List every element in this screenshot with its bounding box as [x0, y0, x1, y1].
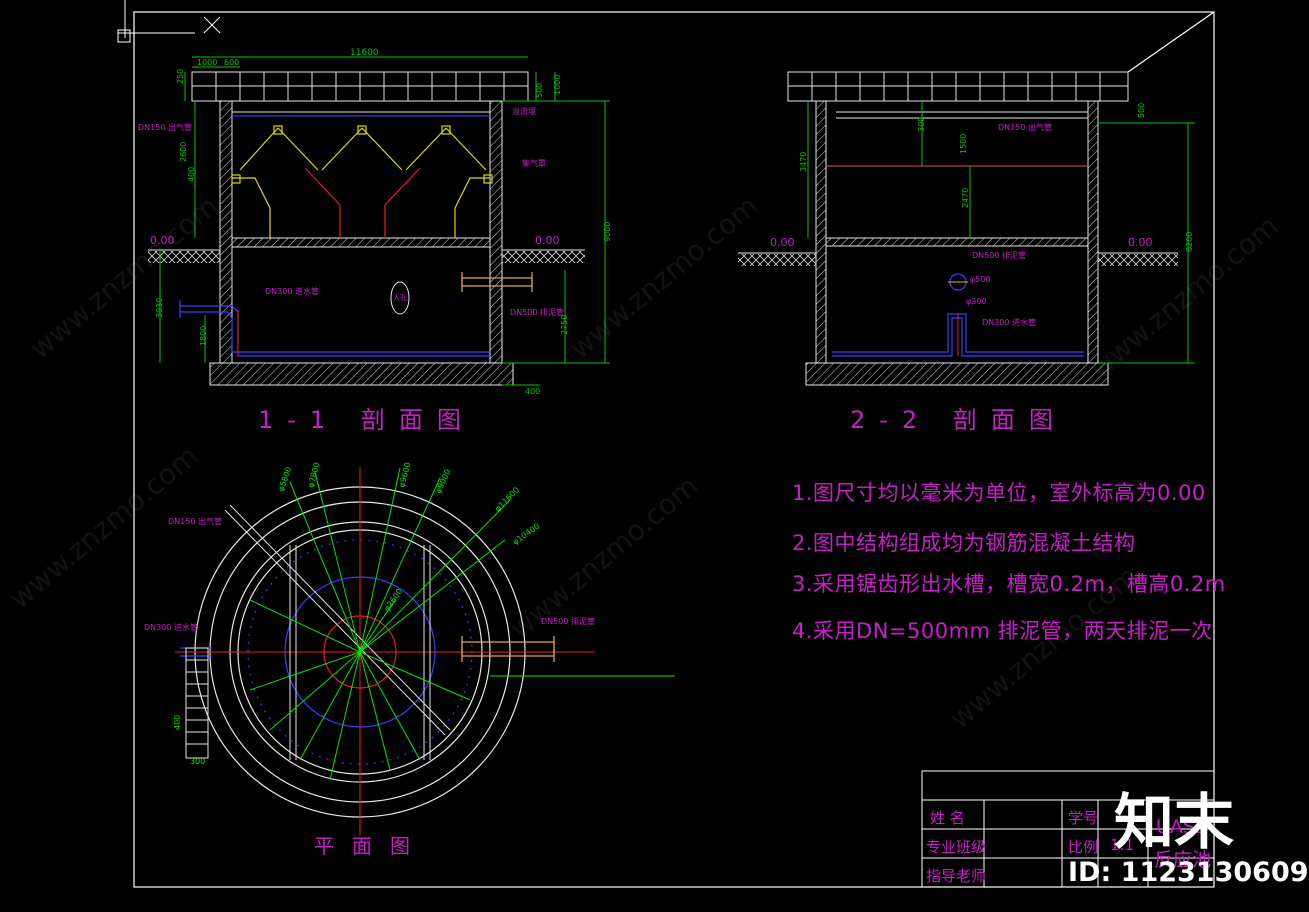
svg-text:φ9000: φ9000 [434, 468, 453, 495]
s1-level-left: 0.00 [150, 234, 175, 247]
plan-inlet-pipe-label: DN300 进水管 [144, 622, 198, 632]
svg-text:400: 400 [173, 715, 182, 730]
svg-text:www.znzmo.com: www.znzmo.com [1083, 209, 1284, 385]
section-1-1: 11600 1000 600 250 500 1000 溢流堰 DN150 出气… [138, 48, 612, 396]
tb-scale-value: 1:1 [1110, 836, 1135, 854]
plan-pipes [180, 636, 555, 662]
svg-text:φ5800: φ5800 [276, 466, 293, 493]
svg-text:www.znzmo.com: www.znzmo.com [3, 439, 204, 615]
s1-level-right: 0.00 [535, 234, 560, 247]
s1-gas-collect-label: 集气罩 [522, 158, 546, 168]
tb-drawing-name-1: UASB [1156, 816, 1208, 838]
s2-level-left: 0.00 [770, 236, 795, 249]
s1-roof-grid [191, 71, 529, 102]
svg-text:250: 250 [176, 69, 185, 84]
plan-gas-pipe-label: DN150 出气管 [168, 516, 222, 526]
svg-text:9000: 9000 [603, 222, 612, 242]
s1-overflow-weir-label: 溢流堰 [512, 106, 536, 116]
svg-text:500: 500 [1137, 103, 1146, 118]
s2-dimensions [807, 101, 1195, 364]
s2-level-right: 0.00 [1128, 236, 1153, 249]
s2-inlet-pipe-label: DN300 进水管 [982, 317, 1036, 327]
plan-title: 平面图 [314, 834, 428, 858]
plan-radials [249, 467, 675, 781]
svg-text:1000: 1000 [197, 58, 217, 67]
svg-text:500: 500 [535, 83, 544, 98]
plan-stair [185, 647, 209, 759]
svg-text:2600: 2600 [179, 142, 188, 162]
tb-class-label: 专业班级 [926, 838, 987, 856]
s2-roof-grid [787, 71, 1129, 102]
svg-text:φ500: φ500 [970, 275, 991, 284]
note-3: 3.采用锯齿形出水槽，槽宽0.2m，槽高0.2m [792, 572, 1226, 596]
watermark-logo: 知末 [1114, 788, 1234, 858]
svg-text:300: 300 [190, 757, 205, 766]
section-2-2: 300 500 DN150 出气管 1500 3470 2470 6200 0.… [738, 71, 1195, 386]
svg-text:600: 600 [224, 58, 239, 67]
s1-baffles [304, 167, 421, 238]
svg-text:φ10400: φ10400 [511, 522, 541, 547]
svg-text:φ7800: φ7800 [306, 461, 321, 488]
svg-text:1000: 1000 [553, 75, 562, 95]
tb-name-label: 姓 名 [930, 809, 965, 827]
svg-text:φ11600: φ11600 [493, 485, 521, 513]
s1-dim-width: 11600 [350, 48, 379, 58]
ucs-icon [117, 0, 221, 43]
tb-teacher-label: 指导老师 [926, 867, 987, 885]
drawing-frame [133, 11, 1215, 888]
s1-dimensions [159, 56, 610, 386]
s1-gas-collectors [231, 125, 493, 238]
note-2: 2.图中结构组成均为钢筋混凝土结构 [792, 531, 1136, 555]
svg-text:3470: 3470 [799, 152, 808, 172]
svg-text:φ300: φ300 [966, 297, 987, 306]
svg-text:www.znzmo.com: www.znzmo.com [503, 469, 704, 645]
note-4: 4.采用DN=500mm 排泥管，两天排泥一次 [792, 619, 1213, 643]
svg-text:1800: 1800 [199, 326, 208, 346]
section-1-1-title: 1-1 剖面图 [258, 406, 475, 434]
s1-sludge-pipe [461, 272, 533, 292]
title-block-grid [921, 770, 1215, 888]
svg-text:300: 300 [917, 117, 926, 132]
s1-inlet-pipe-label: DN300 进水管 [265, 286, 319, 296]
svg-text:6200: 6200 [1185, 232, 1194, 252]
note-1: 1.图尺寸均以毫米为单位，室外标高为0.00 [792, 481, 1206, 505]
svg-text:www.znzmo.com: www.znzmo.com [23, 189, 224, 365]
svg-text:400: 400 [187, 167, 196, 182]
svg-text:2470: 2470 [961, 188, 970, 208]
svg-text:φ2600: φ2600 [382, 587, 404, 613]
s2-gas-pipe-label: DN150 出气管 [998, 122, 1052, 132]
tb-scale-label: 比例 [1068, 838, 1099, 856]
watermark-id: ID: 1123130609 [1068, 857, 1309, 888]
tb-no-label: 学号 [1068, 809, 1099, 827]
svg-text:3930: 3930 [155, 298, 164, 318]
svg-text:2750: 2750 [560, 315, 569, 335]
s1-sludge-pipe-label: DN500 排泥管 [510, 307, 564, 317]
s2-sludge-pipe-label: DN500 排泥管 [972, 250, 1026, 260]
s1-manhole-label: 人孔 [393, 294, 407, 302]
plan-sludge-pipe-label: DN500 排泥管 [541, 616, 595, 626]
svg-text:φ9600: φ9600 [397, 461, 412, 488]
svg-text:400: 400 [525, 387, 540, 396]
svg-text:www.znzmo.com: www.znzmo.com [563, 189, 764, 365]
plan-view: φ5800 φ7800 φ9600 φ9000 φ11600 φ10400 φ2… [144, 461, 675, 835]
tb-drawing-name-2: 反应池 [1154, 849, 1212, 871]
s1-gas-pipe-label: DN150 出气管 [138, 122, 192, 132]
section-2-2-title: 2-2 剖面图 [850, 406, 1067, 434]
svg-text:1500: 1500 [959, 134, 968, 154]
